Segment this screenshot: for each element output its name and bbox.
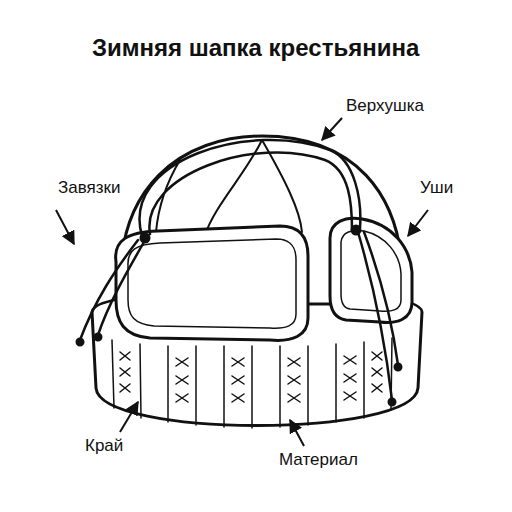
part-label: Верхушка [344,96,426,116]
part-label: Материал [277,450,360,470]
leader-lines [56,118,428,446]
diagram-title: Зимняя шапка крестьянина [92,34,419,62]
part-label: Завязки [56,178,123,198]
part-label: Край [83,436,125,456]
part-label: Уши [418,178,455,198]
